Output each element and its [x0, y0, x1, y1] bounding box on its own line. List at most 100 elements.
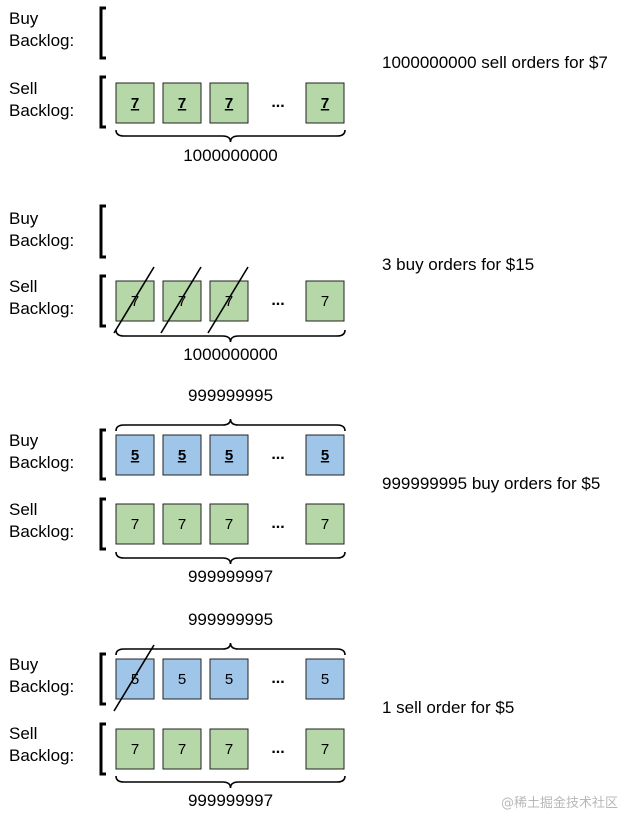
buy-backlog-label-line2: Backlog:: [9, 677, 74, 696]
buy-order-box: [305, 658, 345, 700]
buy-order-price: 5: [178, 447, 186, 464]
sell-order-cell: 7: [207, 266, 249, 334]
buy-order-price: 5: [321, 447, 329, 464]
sell-order-price: 7: [225, 516, 233, 533]
sell-count-label: 1000000000: [183, 345, 278, 364]
sell-order-box: [305, 280, 345, 322]
sell-order-price: 7: [131, 293, 139, 310]
buy-backlog-label-line2: Backlog:: [9, 231, 74, 250]
panel-description: 1000000000 sell orders for $7: [382, 53, 608, 72]
sell-order-cell: 7: [209, 503, 249, 545]
buy-order-price: 5: [225, 671, 233, 688]
buy-order-price: 5: [225, 447, 233, 464]
buy-order-box: [209, 434, 249, 476]
buy-order-price: 5: [131, 671, 139, 688]
buy-order-cell: 5: [209, 434, 249, 476]
sell-order-price: 7: [178, 95, 186, 112]
sell-order-price: 7: [178, 741, 186, 758]
sell-order-price: 7: [178, 516, 186, 533]
buy-order-price: 5: [131, 447, 139, 464]
sell-order-box: [209, 728, 249, 770]
sell-count-brace: [115, 129, 346, 143]
strike-through-line: [113, 266, 155, 334]
sell-order-box: [115, 82, 155, 124]
buy-backlog-label-line2: Backlog:: [9, 453, 74, 472]
sell-backlog-label-line2: Backlog:: [9, 746, 74, 765]
strike-through-line: [207, 266, 249, 334]
buy-order-price: 5: [321, 671, 329, 688]
panel-description: 3 buy orders for $15: [382, 255, 534, 274]
sell-order-cell: 7: [162, 503, 202, 545]
sell-order-box: [115, 280, 155, 322]
sell-order-box: [162, 82, 202, 124]
sell-order-price: 7: [321, 516, 329, 533]
buy-order-price: 5: [178, 671, 186, 688]
sell-count-label: 999999997: [188, 791, 273, 810]
sell-ellipsis: ...: [271, 515, 284, 532]
sell-order-cell: 7: [305, 280, 345, 322]
sell-order-box: [209, 280, 249, 322]
sell-count-label: 999999997: [188, 567, 273, 586]
sell-ellipsis: ...: [271, 292, 284, 309]
sell-order-box: [305, 728, 345, 770]
sell-backlog-bracket: [99, 497, 106, 551]
sell-backlog-label-line1: Sell: [9, 79, 37, 98]
sell-count-brace: [115, 329, 346, 343]
sell-order-cell: 7: [115, 82, 155, 124]
sell-order-price: 7: [131, 95, 139, 112]
sell-order-cell: 7: [162, 728, 202, 770]
sell-backlog-label-line2: Backlog:: [9, 101, 74, 120]
buy-order-cell: 5: [113, 644, 155, 712]
buy-order-cell: 5: [162, 434, 202, 476]
sell-order-box: [305, 82, 345, 124]
buy-backlog-bracket: [99, 6, 106, 60]
buy-count-label: 999999995: [188, 386, 273, 405]
sell-order-price: 7: [225, 741, 233, 758]
sell-order-box: [162, 728, 202, 770]
buy-order-box: [162, 434, 202, 476]
buy-backlog-label-line1: Buy: [9, 9, 39, 28]
panel-description: 1 sell order for $5: [382, 698, 514, 717]
sell-order-cell: 7: [305, 82, 345, 124]
sell-order-cell: 7: [113, 266, 155, 334]
sell-order-price: 7: [131, 516, 139, 533]
sell-order-cell: 7: [162, 82, 202, 124]
buy-order-cell: 5: [162, 658, 202, 700]
strike-through-line: [113, 644, 155, 712]
sell-order-cell: 7: [160, 266, 202, 334]
buy-order-cell: 5: [305, 658, 345, 700]
sell-order-price: 7: [225, 293, 233, 310]
buy-backlog-label-line1: Buy: [9, 209, 39, 228]
sell-order-box: [162, 280, 202, 322]
sell-order-box: [305, 503, 345, 545]
sell-order-box: [115, 503, 155, 545]
sell-order-cell: 7: [115, 503, 155, 545]
buy-count-label: 999999995: [188, 610, 273, 629]
buy-order-cell: 5: [115, 434, 155, 476]
buy-count-brace: [115, 418, 346, 432]
sell-order-box: [115, 728, 155, 770]
sell-ellipsis: ...: [271, 94, 284, 111]
buy-count-brace: [115, 642, 346, 656]
sell-order-cell: 7: [115, 728, 155, 770]
buy-order-cell: 5: [305, 434, 345, 476]
sell-order-box: [209, 82, 249, 124]
watermark: @稀土掘金技术社区: [501, 795, 618, 811]
sell-count-brace: [115, 551, 346, 565]
buy-order-box: [115, 658, 155, 700]
buy-backlog-label-line1: Buy: [9, 431, 39, 450]
sell-order-price: 7: [178, 293, 186, 310]
buy-ellipsis: ...: [271, 446, 284, 463]
sell-backlog-bracket: [99, 75, 106, 129]
sell-backlog-bracket: [99, 274, 106, 328]
sell-order-price: 7: [131, 741, 139, 758]
buy-backlog-bracket: [99, 652, 106, 706]
sell-order-price: 7: [321, 293, 329, 310]
buy-order-box: [305, 434, 345, 476]
